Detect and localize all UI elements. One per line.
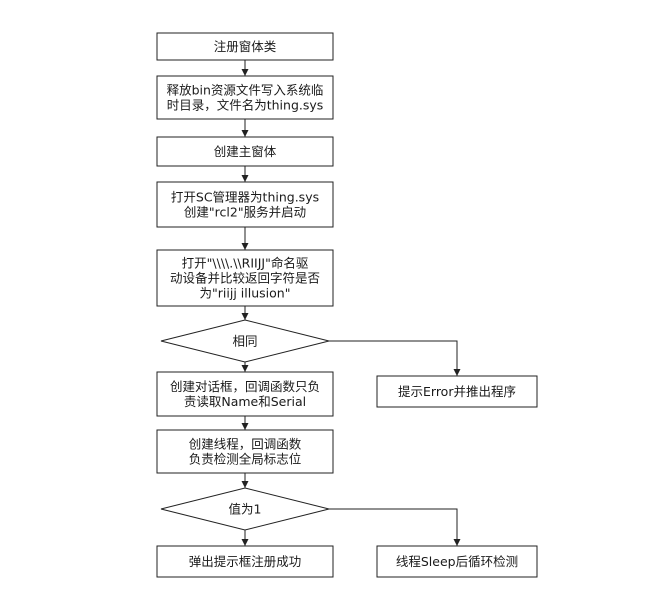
node-label-line: 打开"\\\\.\\RIIJJ"命名驱 <box>182 256 309 271</box>
process-box <box>156 181 334 228</box>
node-label-line: 相同 <box>232 334 257 349</box>
node-label-line: 责读取Name和Serial <box>184 394 306 409</box>
node-create-main: 创建主窗体 <box>156 136 334 167</box>
process-box <box>156 545 334 578</box>
process-box <box>156 75 334 120</box>
process-box <box>156 249 334 307</box>
node-label-line: 创建线程，回调函数 <box>189 437 302 452</box>
node-label-line: 释放bin资源文件写入系统临 <box>167 83 324 98</box>
node-label-line: 动设备并比较返回字符是否 <box>170 271 320 286</box>
node-label-line: 创建"rcl2"服务并启动 <box>184 205 306 220</box>
edge-value-one-to-sleep-loop <box>329 508 461 546</box>
node-register: 注册窗体类 <box>156 32 334 61</box>
edges-layer <box>241 60 461 546</box>
node-label-line: 负责检测全局标志位 <box>189 452 302 467</box>
node-label-line: 创建主窗体 <box>214 144 277 159</box>
node-label-line: 时目录，文件名为thing.sys <box>167 98 324 113</box>
node-sleep-loop: 线程Sleep后循环检测 <box>376 545 538 578</box>
node-label-line: 注册窗体类 <box>214 39 277 54</box>
process-box <box>156 136 334 167</box>
node-label-line: 为"riijj illusion" <box>200 286 291 301</box>
node-label-line: 提示Error并推出程序 <box>398 384 516 399</box>
edge-same-to-error-exit <box>329 340 461 376</box>
decision-diamond <box>160 319 330 363</box>
node-success: 弹出提示框注册成功 <box>156 545 334 578</box>
process-box <box>156 429 334 474</box>
node-value-one: 值为1 <box>160 487 330 531</box>
node-label-line: 打开SC管理器为thing.sys <box>171 190 319 205</box>
process-box <box>376 375 538 408</box>
process-box <box>156 32 334 61</box>
process-box <box>156 371 334 417</box>
process-box <box>376 545 538 578</box>
node-label-line: 弹出提示框注册成功 <box>189 554 302 569</box>
decision-diamond <box>160 487 330 531</box>
node-label-line: 线程Sleep后循环检测 <box>396 554 518 569</box>
node-label-line: 创建对话框，回调函数只负 <box>170 379 320 394</box>
node-same: 相同 <box>160 319 330 363</box>
node-label-line: 值为1 <box>229 502 262 517</box>
node-error-exit: 提示Error并推出程序 <box>376 375 538 408</box>
